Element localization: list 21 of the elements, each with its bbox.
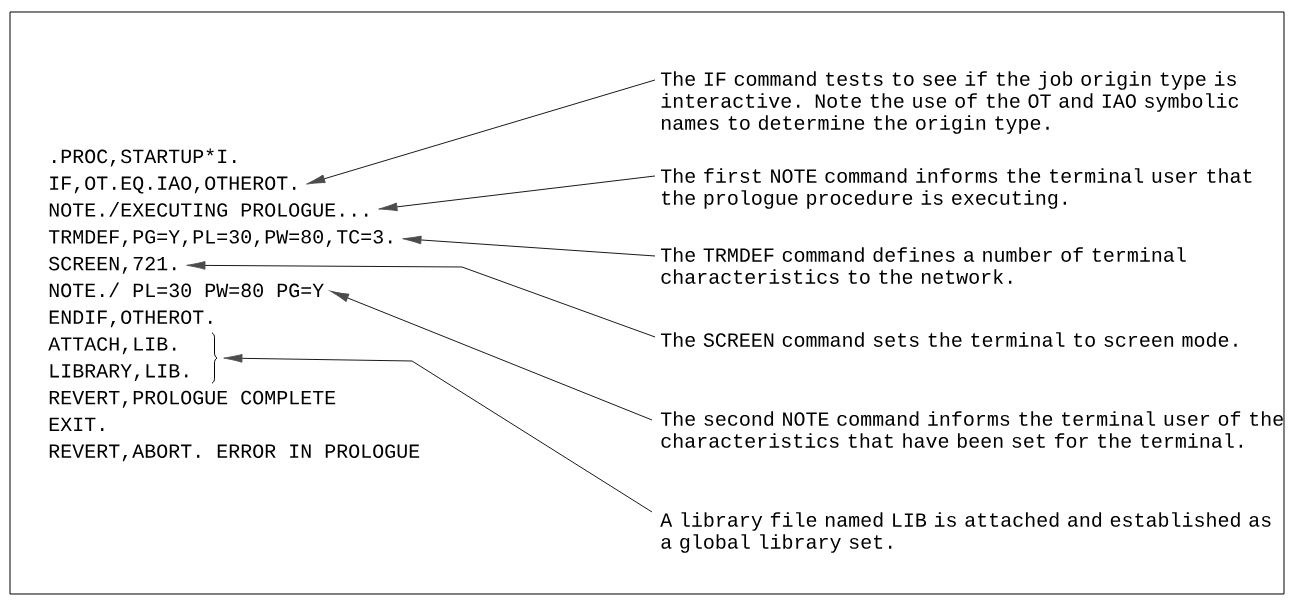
annotation-text: The TRMDEF command defines a number of terminal characteristics to the network. [660, 247, 1186, 284]
annotation-text: The second NOTE command informs the terminal user of the characteristics that have been set for the terminal. [660, 411, 1283, 448]
code-line: ENDIF,OTHEROT. [49, 310, 212, 328]
annotation-text: The SCREEN command sets the terminal to screen mode. [660, 332, 1237, 347]
code-line: SCREEN,721. [49, 256, 176, 274]
arrow [402, 235, 656, 257]
code-line: NOTE./ PL=30 PW=80 PG=Y [49, 282, 324, 298]
code-line: .PROC,STARTUP*I. [53, 148, 236, 167]
code-line: ATTACH,LIB. [48, 337, 176, 355]
brace [211, 332, 218, 384]
code-line: TRMDEF,PG=Y,PL=30,PW=80,TC=3. [48, 230, 392, 247]
code-line: NOTE./EXECUTING PROLOGUE... [49, 202, 368, 217]
annotation-text: The IF command tests to see if the job origin type is interactive. Note the use of the OT and IAO symbolic names to determine the origin type. [660, 71, 1239, 134]
arrow [306, 79, 656, 185]
annotation-text: The first NOTE command informs the terminal user that the prologue procedure is executing. [660, 168, 1252, 209]
code-line: EXIT. [49, 417, 104, 431]
code-line: LIBRARY,LIB. [50, 364, 188, 381]
code-line: REVERT,ABORT. ERROR IN PROLOGUE [49, 444, 420, 462]
annotation-text: A library file named LIB is attached and established as a global library set. [660, 512, 1271, 553]
code-line: IF,OT.EQ.IAO,OTHEROT. [50, 176, 296, 194]
code-line: REVERT,PROLOGUE COMPLETE [49, 390, 336, 408]
